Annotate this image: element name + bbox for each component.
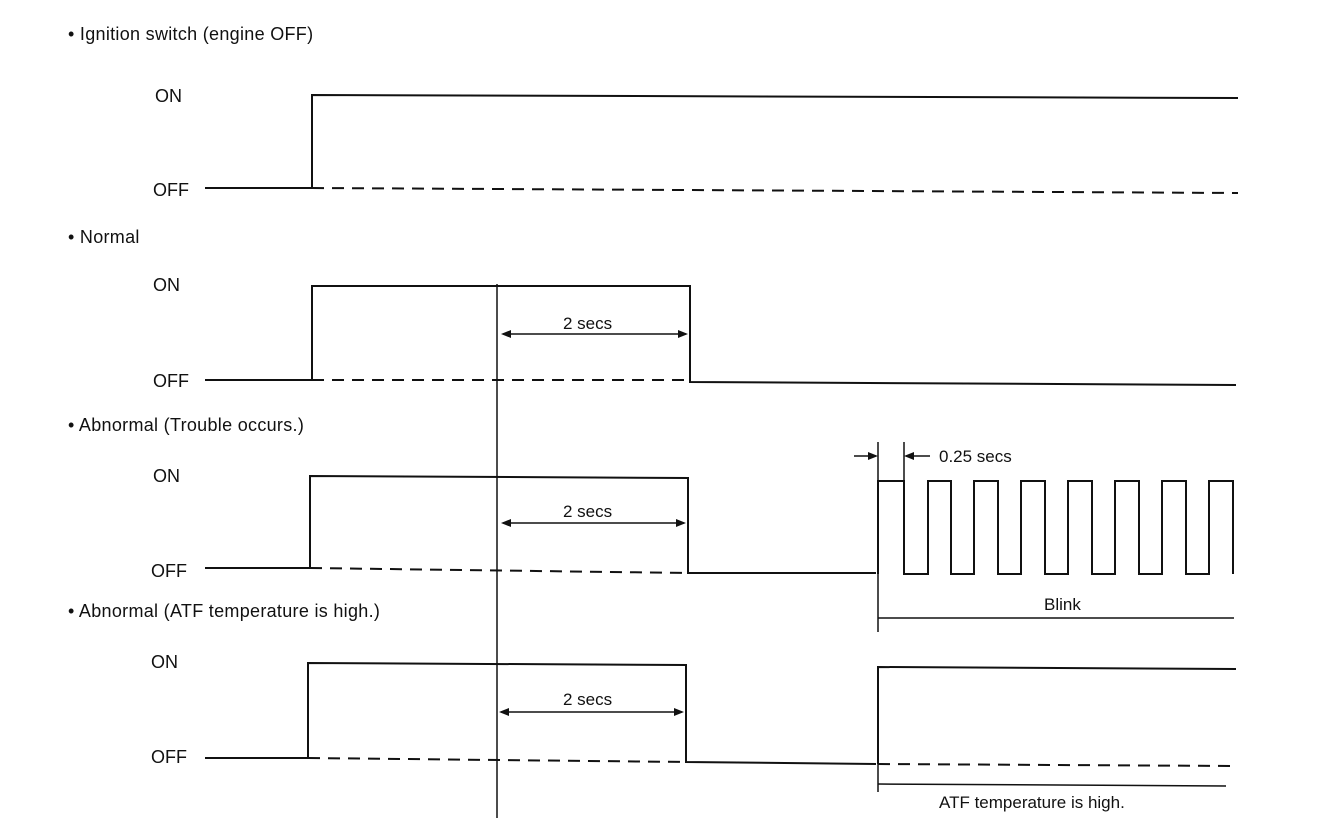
blink-label: Blink — [1044, 595, 1081, 614]
level-on-label: ON — [153, 466, 180, 486]
pulse-width-label: 0.25 secs — [939, 447, 1012, 466]
level-on-label: ON — [155, 86, 182, 106]
two-secs-dimension — [501, 330, 688, 338]
level-on-label: ON — [151, 652, 178, 672]
section-title-trouble: • Abnormal (Trouble occurs.) — [68, 415, 305, 435]
blink-pulse-train — [877, 480, 1234, 575]
section-title-ignition: • Ignition switch (engine OFF) — [68, 24, 314, 44]
atf-high-label: ATF temperature is high. — [939, 793, 1125, 812]
section-title-atf-high: • Abnormal (ATF temperature is high.) — [68, 601, 381, 621]
blink-range — [877, 574, 1234, 632]
normal-waveform — [205, 285, 1237, 386]
level-off-label: OFF — [153, 371, 189, 391]
level-off-label: OFF — [153, 180, 189, 200]
ignition-waveform — [205, 93, 1239, 194]
two-secs-dimension — [501, 519, 686, 527]
duration-label-trouble: 2 secs — [563, 502, 613, 521]
level-off-label: OFF — [151, 561, 187, 581]
duration-label-atf: 2 secs — [563, 690, 613, 709]
pulse-width-dimension — [854, 442, 930, 482]
duration-label-normal: 2 secs — [563, 314, 613, 333]
trouble-waveform — [205, 442, 1234, 632]
atf-high-waveform — [205, 661, 1237, 792]
level-off-label: OFF — [151, 747, 187, 767]
two-secs-dimension — [499, 708, 684, 716]
atf-high-range — [877, 764, 1227, 792]
level-on-label: ON — [153, 275, 180, 295]
section-title-normal: • Normal — [68, 227, 140, 247]
